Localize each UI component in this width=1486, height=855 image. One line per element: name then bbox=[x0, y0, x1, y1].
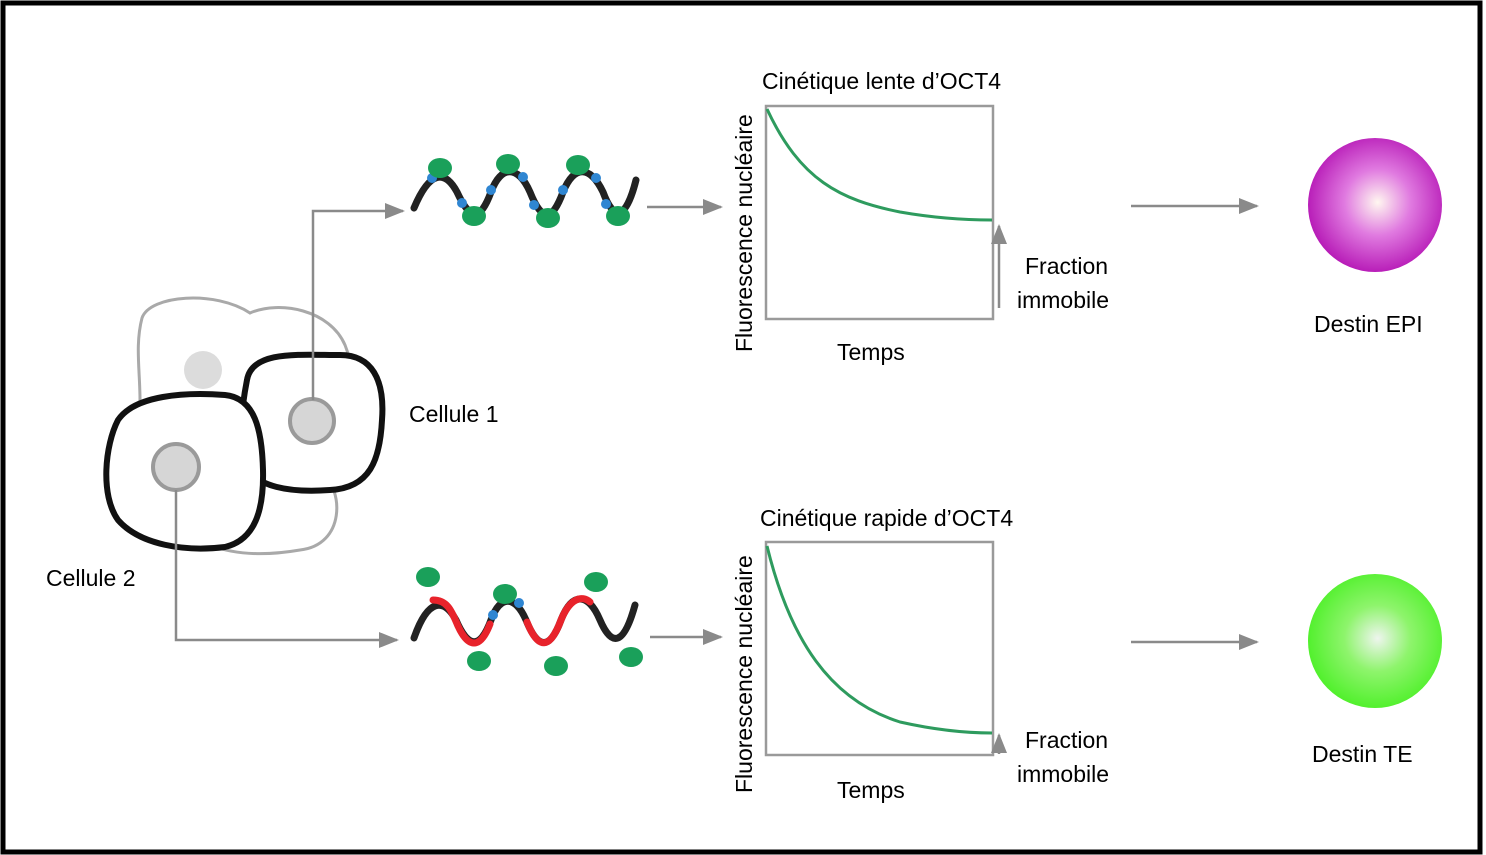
cell-cluster bbox=[103, 296, 386, 556]
epi-fate-label: Destin EPI bbox=[1314, 311, 1423, 337]
dna-top-backbone bbox=[410, 168, 640, 218]
te-fate-sphere bbox=[1308, 574, 1442, 708]
graph-top-fraction-line2: immobile bbox=[1017, 287, 1109, 313]
cell-1-label: Cellule 1 bbox=[409, 401, 499, 427]
cell-2-arrow bbox=[174, 490, 399, 648]
graph-bottom-xlabel: Temps bbox=[837, 777, 905, 803]
graph-bottom-curve bbox=[765, 545, 993, 735]
background-nucleus bbox=[184, 351, 222, 389]
dna-strand-bottom bbox=[410, 567, 643, 676]
dna-strand-top bbox=[410, 154, 640, 228]
graph-bottom: Cinétique rapide d’OCT4 Fluorescence nuc… bbox=[731, 505, 1109, 803]
dna-bottom-red-segment-2 bbox=[523, 595, 594, 647]
epi-fate-sphere bbox=[1308, 138, 1442, 272]
dna-bottom-blue-sites bbox=[488, 598, 524, 620]
graph-top-title: Cinétique lente d’OCT4 bbox=[762, 68, 1001, 94]
te-fate-label: Destin TE bbox=[1312, 741, 1413, 767]
graph-bottom-frame bbox=[764, 540, 995, 757]
graph-bottom-fraction-line2: immobile bbox=[1017, 761, 1109, 787]
dna-bottom-red-segment-1 bbox=[429, 596, 494, 647]
graph-bottom-ylabel: Fluorescence nucléaire bbox=[731, 555, 757, 793]
free-oct4-proteins bbox=[416, 567, 643, 676]
graph-top-frame bbox=[764, 104, 995, 321]
graph-top-fraction-line1: Fraction bbox=[1025, 253, 1108, 279]
graph-bottom-title: Cinétique rapide d’OCT4 bbox=[760, 505, 1013, 531]
graph-bottom-fraction-line1: Fraction bbox=[1025, 727, 1108, 753]
dna-top-blue-sites bbox=[427, 172, 611, 210]
graph-top-ylabel: Fluorescence nucléaire bbox=[731, 114, 757, 352]
graph-top-xlabel: Temps bbox=[837, 339, 905, 365]
cell-2-nucleus bbox=[151, 442, 201, 492]
bound-oct4-proteins bbox=[428, 154, 630, 228]
cell-1-arrow bbox=[311, 203, 405, 400]
cell-2-label: Cellule 2 bbox=[46, 565, 136, 591]
graph-top: Cinétique lente d’OCT4 Fluorescence nucl… bbox=[731, 68, 1109, 365]
cell-1-nucleus bbox=[288, 397, 336, 445]
graph-top-curve bbox=[765, 108, 993, 222]
